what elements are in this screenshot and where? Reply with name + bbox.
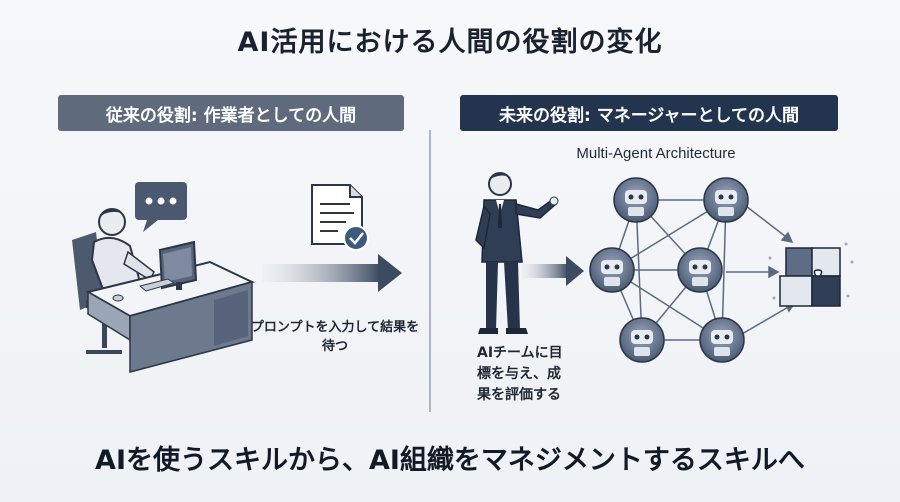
right-flow-arrow xyxy=(522,256,584,286)
future-role-caption: AIチームに目 標を与え、成 果を評価する xyxy=(477,343,582,406)
manager-figure-illustration xyxy=(475,172,559,334)
robot-agent-icon xyxy=(619,317,665,363)
robot-agent-icon xyxy=(699,317,745,363)
robot-agent-icon xyxy=(589,247,635,293)
section-divider xyxy=(429,130,431,412)
left-flow-arrow xyxy=(262,254,402,292)
architecture-label: Multi-Agent Architecture xyxy=(576,145,736,162)
page-title: AI活用における人間の役割の変化 xyxy=(237,27,663,58)
chat-bubble-icon xyxy=(135,182,187,232)
future-role-banner: 未来の役割: マネージャーとしての人間 xyxy=(460,95,838,131)
robot-agent-icon xyxy=(613,177,659,223)
future-role-caption-line: 果を評価する xyxy=(477,387,561,403)
traditional-role-banner: 従来の役割: 作業者としての人間 xyxy=(58,95,404,131)
worker-at-desk-illustration xyxy=(72,182,255,373)
document-check-icon xyxy=(311,184,369,251)
traditional-role-caption: プロンプトを入力して結果を待つ xyxy=(250,320,420,354)
bottom-message: AIを使うスキルから、AI組織をマネジメントするスキルへ xyxy=(95,445,805,476)
future-role-caption-line: AIチームに目 xyxy=(477,345,563,361)
robot-agent-icon xyxy=(703,177,749,223)
robot-agent-icon xyxy=(677,247,723,293)
puzzle-icon xyxy=(779,247,841,307)
sparkle-dots xyxy=(768,242,854,300)
agent-output-arrows xyxy=(726,205,796,335)
future-role-caption-line: 標を与え、成 xyxy=(477,366,561,382)
